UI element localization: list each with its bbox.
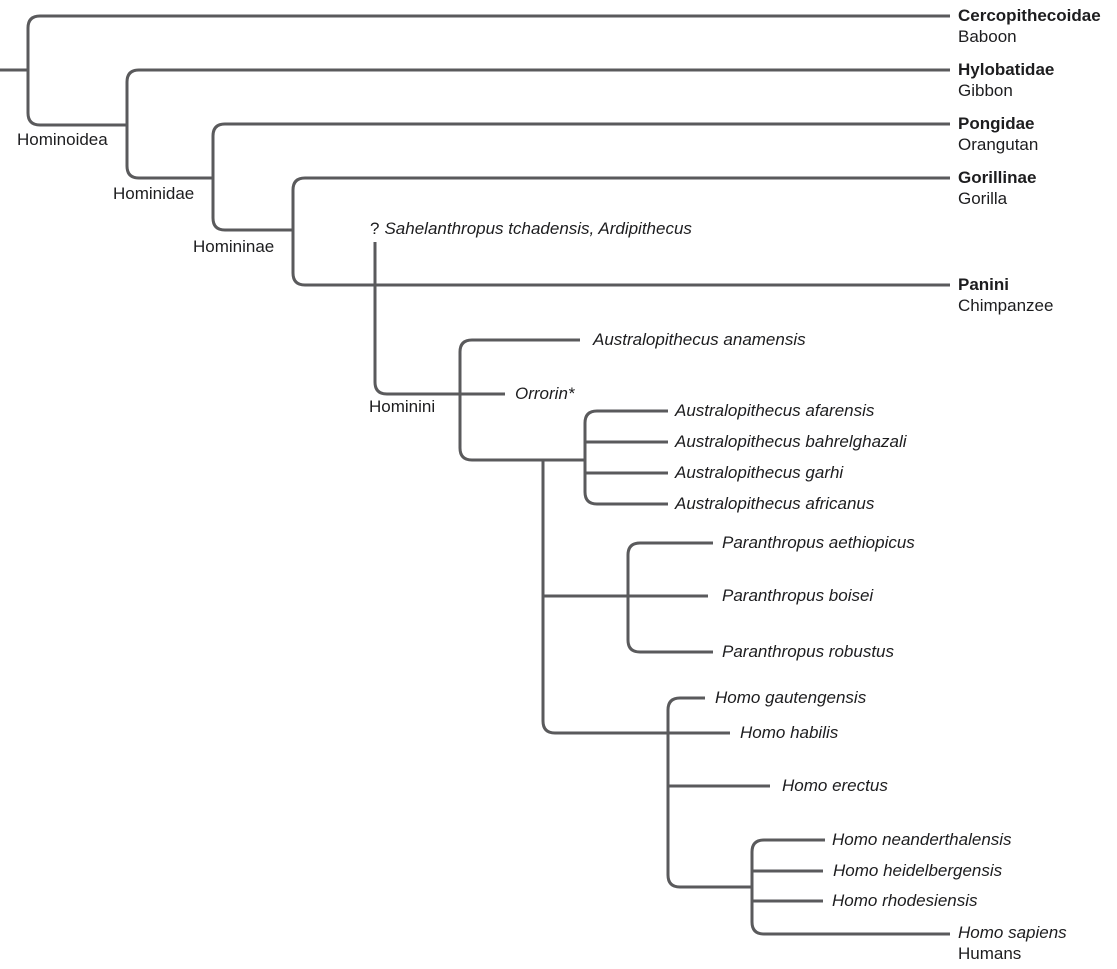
tip-name: Homo sapiens [958,923,1067,942]
branch-australopithecus-group-node [583,409,668,506]
uncertainty-question-mark: ? [370,219,380,238]
tip-name: Pongidae [958,114,1035,133]
species-australopithecus-anamensis: Australopithecus anamensis [593,330,806,349]
branch-gorillinae-panini-node [291,176,950,287]
species-paranthropus-aethiopicus: Paranthropus aethiopicus [722,533,915,552]
branch-cercopithecoidae-node [26,14,950,127]
branch-homo-subnode [750,838,950,936]
tip-homo-sapiens: Homo sapiens Humans [958,922,1067,964]
tip-common-name: Orangutan [958,135,1039,154]
branch-paranthropus-node [626,541,713,654]
species-homo-rhodesiensis: Homo rhodesiensis [832,891,978,910]
species-homo-erectus: Homo erectus [782,776,888,795]
species-homo-gautengensis: Homo gautengensis [715,688,867,707]
species-paranthropus-robustus: Paranthropus robustus [722,642,894,661]
species-australopithecus-garhi: Australopithecus garhi [675,463,844,482]
clade-label-hominidae: Hominidae [113,184,195,203]
tip-cercopithecoidae: Cercopithecoidae Baboon [958,5,1101,47]
clade-label-hominini: Hominini [369,397,436,416]
tip-name: Gorillinae [958,168,1037,187]
species-australopithecus-africanus: Australopithecus africanus [675,494,875,513]
tip-name: Panini [958,275,1010,294]
tip-panini: Panini Chimpanzee [958,274,1053,316]
species-sahelanthropus-ardipithecus: ?Sahelanthropus tchadensis, Ardipithecus [370,219,692,239]
branch-homo-node [666,696,752,889]
species-paranthropus-boisei: Paranthropus boisei [722,586,874,605]
species-homo-heidelbergensis: Homo heidelbergensis [833,861,1003,880]
tip-common-name: Humans [958,944,1022,963]
branch-pongidae-node [211,122,950,232]
clade-label-hominoidea: Hominoidea [17,130,108,149]
species-australopithecus-afarensis: Australopithecus afarensis [675,401,875,420]
species-homo-habilis: Homo habilis [740,723,839,742]
tip-common-name: Baboon [958,27,1017,46]
species-orrorin: Orrorin* [515,384,575,403]
clade-label-homininae: Homininae [193,237,275,256]
tip-pongidae: Pongidae Orangutan [958,113,1038,155]
tip-gorillinae: Gorillinae Gorilla [958,167,1036,209]
tip-common-name: Gorilla [958,189,1008,208]
tip-hylobatidae: Hylobatidae Gibbon [958,59,1054,101]
species-name: Sahelanthropus tchadensis, Ardipithecus [384,219,692,238]
species-homo-neanderthalensis: Homo neanderthalensis [832,830,1012,849]
species-australopithecus-bahrelghazali: Australopithecus bahrelghazali [675,432,907,451]
branch-hominini-node [458,338,585,462]
branch-deep-vertical-to-homo [541,460,730,735]
branch-sahelanthropus-stem [373,242,505,396]
tip-common-name: Gibbon [958,81,1013,100]
tip-name: Hylobatidae [958,60,1055,79]
tip-common-name: Chimpanzee [958,296,1054,315]
tip-name: Cercopithecoidae [958,6,1101,25]
branch-hylobatidae-node [125,68,950,180]
branch-group [0,14,950,936]
